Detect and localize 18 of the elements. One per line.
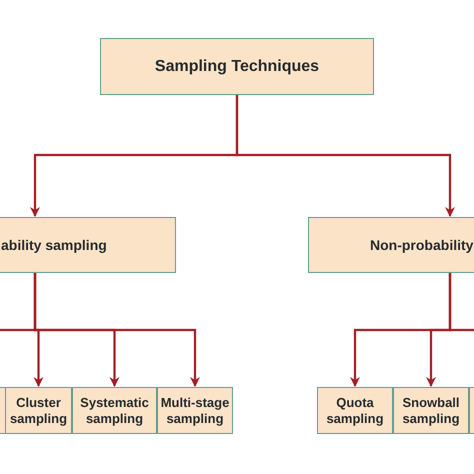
node-label: Cluster sampling bbox=[8, 394, 68, 426]
node-label: Non-probability bbox=[370, 236, 474, 254]
root-box bbox=[100, 38, 374, 95]
node-label: ability sampling bbox=[1, 236, 107, 254]
node-label: Snowball sampling bbox=[401, 394, 461, 426]
method-box bbox=[393, 387, 469, 434]
node-label: Quota sampling bbox=[325, 394, 385, 426]
node-label: Sampling Techniques bbox=[154, 56, 320, 76]
category-box bbox=[0, 217, 176, 273]
connector-arrow bbox=[34, 273, 200, 387]
node-label: Multi-stage sampling bbox=[160, 394, 230, 426]
category-box bbox=[308, 217, 474, 273]
connector-arrow bbox=[236, 95, 455, 217]
method-box bbox=[317, 387, 393, 434]
method-box bbox=[72, 387, 157, 434]
method-box bbox=[157, 387, 233, 434]
method-box bbox=[5, 387, 72, 434]
node-label: Systematic sampling bbox=[79, 394, 150, 426]
